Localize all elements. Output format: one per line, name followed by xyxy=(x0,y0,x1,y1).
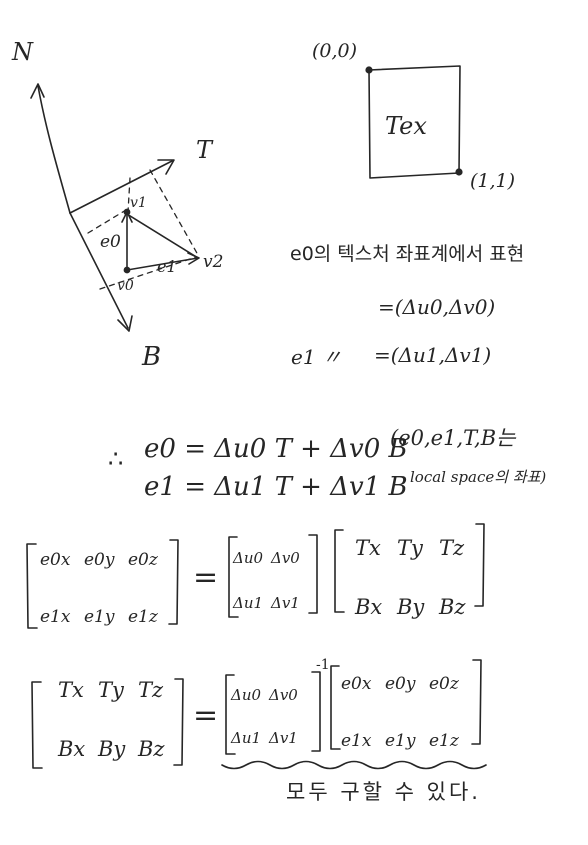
matrix-cell: e1y xyxy=(385,731,416,751)
matrix-cell: Bz xyxy=(138,737,165,761)
therefore-symbol: ∴ xyxy=(108,445,124,473)
equation-e1-note: local space의 좌표) xyxy=(410,468,547,486)
bracket-right xyxy=(471,659,482,745)
matrix-cell: e1y xyxy=(84,607,115,627)
vertex-v0-dot xyxy=(123,266,131,274)
texture-corner-label: (1,1) xyxy=(470,170,516,192)
matrix-cell: Δv0 xyxy=(269,686,298,704)
note-e1-ditto: e1 〃 xyxy=(291,345,342,369)
vertex-label-v1: v1 xyxy=(130,195,147,211)
bracket-left xyxy=(330,665,341,750)
matrix-cell: e1z xyxy=(429,731,459,751)
texture-origin-label: (0,0) xyxy=(312,40,358,62)
axis-label-t: T xyxy=(196,136,213,164)
equation-e0: e0 = Δu0 T + Δv0 B xyxy=(144,434,408,464)
bracket-right xyxy=(474,523,485,607)
matrix-cell: Δu0 xyxy=(233,549,264,567)
bracket-left xyxy=(26,543,38,629)
matrix-cell: e0y xyxy=(385,674,416,694)
matrix-cell: Δv1 xyxy=(271,594,300,612)
vertex-v1-dot xyxy=(123,208,131,216)
dashed-line xyxy=(87,209,127,234)
matrix-cell: Ty xyxy=(397,536,423,560)
matrix-delta-uv: Δu0 Δv0 Δu1 Δv1 xyxy=(231,688,307,746)
bracket-right xyxy=(168,539,179,625)
note-e0-texture-space: e0의 텍스처 좌표계에서 표현 xyxy=(290,243,525,265)
inverse-superscript: -1 xyxy=(316,657,330,673)
matrix-cell: Δv1 xyxy=(269,729,298,747)
matrix-cell: Tx xyxy=(355,536,381,560)
matrix-cell: By xyxy=(98,737,126,761)
matrix-delta-uv: Δu0 Δv0 Δu1 Δv1 xyxy=(233,551,309,611)
matrix-cell: e1x xyxy=(341,731,372,751)
bitangent-axis-line xyxy=(69,212,129,329)
matrix-tb: Tx Ty Tz Bx By Bz xyxy=(58,680,178,760)
matrix-cell: Bx xyxy=(355,595,383,619)
bracket-right xyxy=(308,534,318,614)
matrix-e-components: e0x e0y e0z e1x e1y e1z xyxy=(341,676,473,750)
bitangent-axis-arrowhead xyxy=(117,315,133,332)
axis-label-b: B xyxy=(142,342,162,372)
matrix-cell: e0z xyxy=(429,674,459,694)
matrix-cell: Δu0 xyxy=(231,686,262,704)
bracket-left xyxy=(225,674,236,755)
triangle-edge-v1-v2 xyxy=(126,213,199,259)
normal-axis-line xyxy=(37,85,71,214)
vertex-label-v0: v0 xyxy=(117,278,134,294)
texture-corner-dot xyxy=(455,168,463,176)
dashed-line xyxy=(149,169,199,256)
matrix-cell: Δv0 xyxy=(271,549,300,567)
bracket-right xyxy=(311,671,321,752)
triangle-edge-e1 xyxy=(126,257,199,271)
matrix-cell: Tz xyxy=(138,678,164,702)
axis-label-n: N xyxy=(12,38,33,66)
matrix-e-components: e0x e0y e0z e1x e1y e1z xyxy=(40,552,172,626)
normal-axis-arrowhead xyxy=(30,83,45,99)
dashed-line xyxy=(99,256,197,290)
matrix-cell: Δu1 xyxy=(231,729,262,747)
vertex-label-v2: v2 xyxy=(203,252,224,272)
matrix-cell: By xyxy=(397,595,425,619)
matrix-cell: Δu1 xyxy=(233,594,264,612)
edge-arrowhead xyxy=(187,252,200,265)
conclusion-text: 모두 구할 수 있다. xyxy=(286,780,481,804)
equals-sign: = xyxy=(193,698,219,733)
matrix-cell: Bz xyxy=(439,595,466,619)
equals-sign: = xyxy=(193,560,219,595)
edge-label-e1: e1 xyxy=(157,257,177,276)
matrix-cell: e0z xyxy=(128,550,158,570)
matrix-cell: e0x xyxy=(40,550,71,570)
matrix-cell: Tx xyxy=(58,678,84,702)
matrix-tb: Tx Ty Tz Bx By Bz xyxy=(355,538,481,618)
matrix-cell: e1z xyxy=(128,607,158,627)
matrix-cell: Tz xyxy=(439,536,465,560)
texture-label: Tex xyxy=(385,112,427,140)
tangent-axis-line xyxy=(69,160,173,214)
note-e1-delta: =(Δu1,Δv1) xyxy=(374,343,492,367)
bracket-left xyxy=(31,681,43,769)
bracket-left xyxy=(228,536,239,618)
matrix-cell: e1x xyxy=(40,607,71,627)
bracket-left xyxy=(334,529,345,613)
matrix-cell: e0x xyxy=(341,674,372,694)
bracket-right xyxy=(173,678,184,766)
matrix-cell: Ty xyxy=(98,678,124,702)
equation-e0-note: (e0,e1,T,B는 xyxy=(390,426,516,450)
note-e0-delta: =(Δu0,Δv0) xyxy=(378,295,496,319)
texture-origin-dot xyxy=(365,66,373,74)
tangent-axis-arrowhead xyxy=(157,159,175,175)
equation-e1: e1 = Δu1 T + Δv1 B xyxy=(144,472,408,502)
edge-label-e0: e0 xyxy=(100,232,121,252)
matrix-cell: Bx xyxy=(58,737,86,761)
matrix-cell: e0y xyxy=(84,550,115,570)
squiggle-underline xyxy=(221,760,487,770)
